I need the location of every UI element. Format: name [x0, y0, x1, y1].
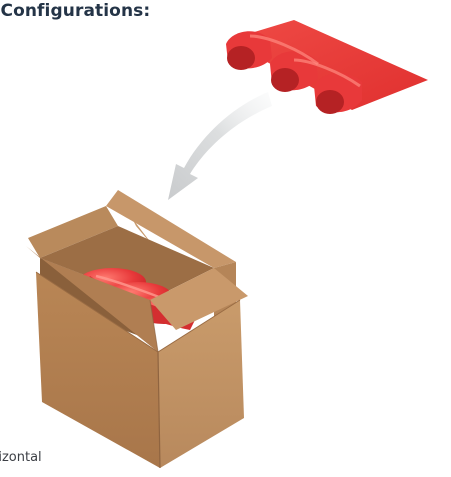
cardboard-box-graphic: [26, 190, 248, 469]
insert-arrow-icon: [168, 92, 272, 200]
caption: rizontal: [0, 448, 120, 470]
page-heading: r Configurations:: [0, 0, 300, 26]
caption-text: rizontal: [0, 450, 42, 465]
page-heading-text: r Configurations:: [0, 1, 151, 21]
tray-graphic: [226, 20, 428, 114]
